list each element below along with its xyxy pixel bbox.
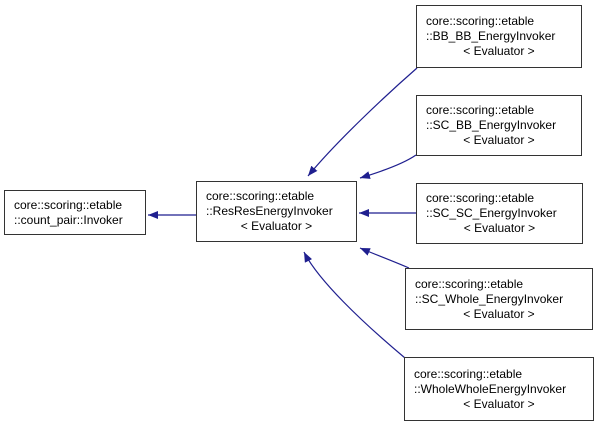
node-label: core::scoring::etable ::ResResEnergyInvo… bbox=[206, 189, 333, 218]
node-template-param: < Evaluator > bbox=[463, 133, 535, 147]
edge-bbbb-to-resres bbox=[307, 67, 418, 177]
node-label: core::scoring::etable ::BB_BB_EnergyInvo… bbox=[426, 14, 556, 43]
node-label: core::scoring::etable ::WholeWholeEnergy… bbox=[414, 366, 567, 396]
node-label: core::scoring::etable ::SC_SC_EnergyInvo… bbox=[426, 191, 557, 220]
node-count-pair-invoker[interactable]: core::scoring::etable ::count_pair::Invo… bbox=[4, 190, 146, 235]
node-template-param: < Evaluator > bbox=[240, 219, 313, 233]
node-whole-whole-energy-invoker[interactable]: core::scoring::etable ::WholeWholeEnergy… bbox=[404, 357, 594, 421]
node-template-param: < Evaluator > bbox=[463, 396, 535, 411]
node-label: core::scoring::etable ::SC_Whole_EnergyI… bbox=[415, 276, 564, 306]
edge-scbb-to-resres bbox=[359, 154, 417, 179]
edge-scwhole-to-resres bbox=[359, 247, 410, 269]
node-template-param: < Evaluator > bbox=[463, 306, 535, 321]
node-sc-sc-energy-invoker[interactable]: core::scoring::etable ::SC_SC_EnergyInvo… bbox=[416, 183, 583, 244]
node-label: core::scoring::etable ::count_pair::Invo… bbox=[14, 197, 123, 227]
node-sc-whole-energy-invoker[interactable]: core::scoring::etable ::SC_Whole_EnergyI… bbox=[405, 268, 593, 330]
node-label: core::scoring::etable ::SC_BB_EnergyInvo… bbox=[426, 103, 557, 132]
node-resres-energy-invoker[interactable]: core::scoring::etable ::ResResEnergyInvo… bbox=[196, 181, 357, 242]
node-template-param: < Evaluator > bbox=[463, 221, 536, 235]
node-sc-bb-energy-invoker[interactable]: core::scoring::etable ::SC_BB_EnergyInvo… bbox=[416, 95, 582, 156]
edge-wholewhole-to-resres bbox=[303, 251, 406, 359]
node-template-param: < Evaluator > bbox=[463, 44, 535, 58]
node-bb-bb-energy-invoker[interactable]: core::scoring::etable ::BB_BB_EnergyInvo… bbox=[416, 5, 582, 68]
